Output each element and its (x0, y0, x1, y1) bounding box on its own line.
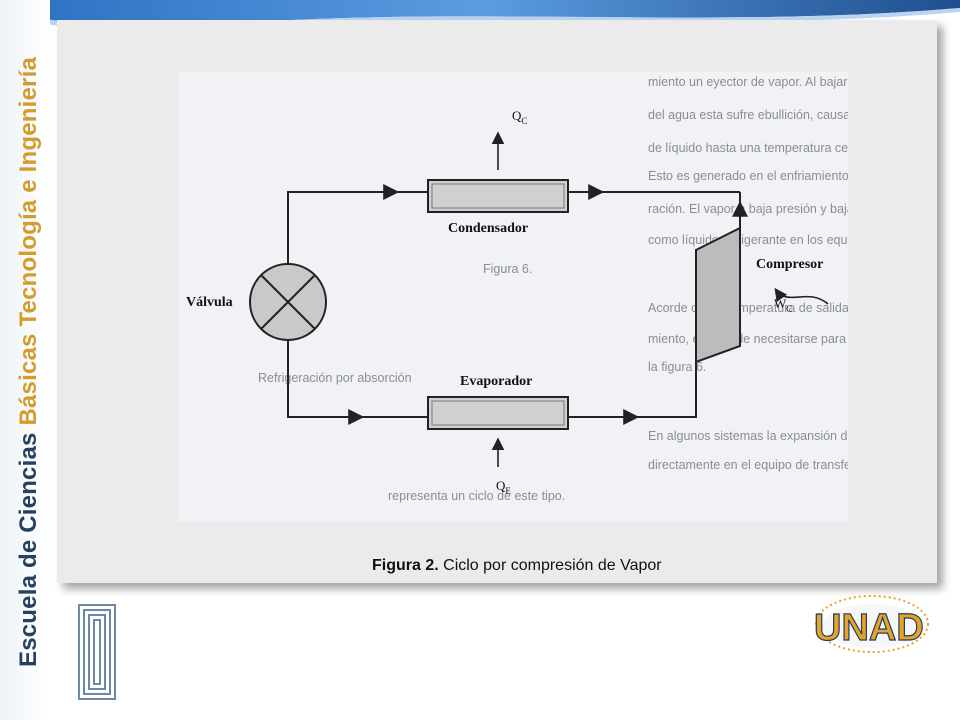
school-title: Escuela de Ciencias Básicas Tecnología e… (15, 12, 49, 712)
background-text-line: de líquido hasta una temperatura cercana… (648, 141, 848, 155)
unad-logo-text: UNAD (814, 607, 924, 649)
label-compresor: Compresor (756, 257, 823, 272)
background-text-line: como líquido refrigerante en los equipos… (648, 233, 848, 247)
label-qe-main: Q (496, 478, 506, 493)
caption-text: Ciclo por compresión de Vapor (438, 557, 662, 574)
evaporator-unit (427, 396, 569, 430)
wc-work-arrow (774, 287, 829, 305)
label-wc-sub: C (786, 304, 792, 314)
pipe-valve-to-condenser (287, 191, 428, 264)
background-text-line: la figura 6. (648, 360, 706, 374)
school-title-part1: Escuela de Ciencias (15, 425, 42, 668)
background-text-line: miento, ella puede necesitarse para comp… (648, 332, 848, 346)
expansion-valve (249, 263, 327, 341)
figure-caption: Figura 2. Ciclo por compresión de Vapor (372, 557, 662, 575)
background-text-line: En algunos sistemas la expansión del gas… (648, 429, 848, 443)
label-valvula: Válvula (186, 295, 233, 310)
label-wc-main: W (774, 296, 787, 311)
background-text-line: Esto es generado en el enfriamiento evap… (648, 169, 848, 183)
label-evaporador: Evaporador (460, 374, 532, 389)
label-qc-sub: C (521, 116, 527, 126)
label-qe: QE (496, 478, 511, 496)
unad-logo: UNAD (813, 595, 929, 653)
background-text-block: miento un eyector de vapor. Al bajar la … (258, 75, 848, 503)
caption-label: Figura 2. (372, 557, 439, 574)
label-qe-sub: E (505, 486, 511, 496)
background-text-line: ración. El vapor a baja presión y baja t… (648, 202, 848, 216)
pipe-valve-to-evaporator (287, 338, 428, 418)
background-text-line: miento un eyector de vapor. Al bajar la … (648, 75, 848, 89)
figure-image: miento un eyector de vapor. Al bajar la … (178, 72, 848, 522)
background-text-line: Figura 6. (483, 262, 532, 276)
school-title-part2: Básicas Tecnología e Ingeniería (15, 56, 42, 426)
background-text-line: del agua esta sufre ebullición, causando… (648, 108, 848, 122)
left-side-band (0, 0, 50, 720)
background-text-line: Refrigeración por absorción (258, 371, 412, 385)
compressor-unit (695, 226, 741, 364)
label-condensador: Condensador (448, 221, 528, 236)
refrigeration-cycle-diagram: miento un eyector de vapor. Al bajar la … (186, 75, 848, 503)
condenser-unit (427, 179, 569, 213)
background-text-line: representa un ciclo de este tipo. (388, 489, 565, 503)
background-text-line: Acorde con la temperatura de salida del … (648, 301, 848, 315)
label-qc: QC (512, 108, 527, 126)
background-text-line: directamente en el equipo de transferenc… (648, 458, 848, 472)
label-qc-main: Q (512, 108, 522, 123)
pipe-evaporator-to-compressor (568, 362, 697, 418)
maze-logo (78, 604, 116, 700)
label-wc: WC (774, 296, 792, 314)
